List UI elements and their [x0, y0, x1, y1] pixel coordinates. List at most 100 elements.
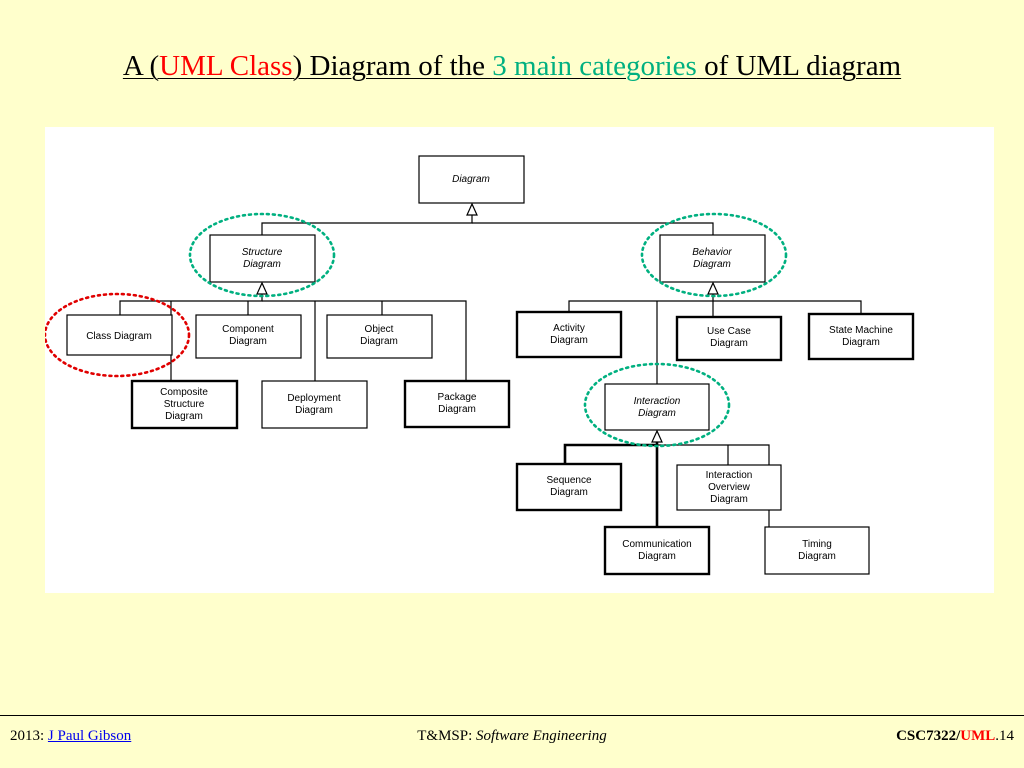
box-label-line: Component	[222, 324, 274, 335]
arrow-interaction	[651, 429, 663, 443]
box-label-line: Deployment	[287, 393, 341, 404]
box-label-line: Diagram	[438, 404, 476, 415]
box-label-line: Diagram	[710, 494, 748, 505]
link-diagram-behavior	[472, 222, 714, 235]
box-label-line: Timing	[802, 539, 832, 550]
box-label-line: Interaction	[634, 396, 681, 407]
footer-code-prefix: CSC7322/	[896, 728, 961, 744]
footer-dept: T&MSP:	[417, 728, 477, 744]
structure-highlight-ring	[188, 212, 336, 298]
box-label-line: Diagram	[710, 338, 748, 349]
box-label-line: Package	[438, 392, 477, 403]
box-label-line: Composite	[160, 387, 208, 398]
footer-right: CSC7322/UML.14	[896, 727, 1014, 745]
class-diagram-highlight-ring	[45, 292, 191, 378]
link-behavior-activity	[568, 294, 714, 312]
footer-code-uml: UML	[960, 728, 996, 744]
link-behavior-statemachine	[713, 300, 862, 314]
link-structure-class	[119, 294, 263, 315]
author-link[interactable]: J Paul Gibson	[47, 728, 132, 744]
behavior-highlight-ring	[640, 212, 788, 298]
title-text-2: ) Diagram of the	[292, 50, 493, 82]
box-label-line: Diagram	[693, 259, 731, 270]
interaction-highlight-ring	[583, 362, 731, 448]
box-label-line: Diagram	[243, 259, 281, 270]
arrow-structure	[256, 281, 268, 295]
class-diagram-box: Class Diagram	[66, 314, 173, 356]
footer-divider	[0, 715, 1024, 716]
box-label-line: Sequence	[546, 475, 591, 486]
link-diagram-structure	[261, 215, 473, 235]
diagram-box: Diagram	[418, 155, 525, 204]
footer-left: 2013: J Paul Gibson	[10, 727, 131, 745]
box-label-line: Diagram	[360, 336, 398, 347]
box-label-line: Class Diagram	[86, 331, 152, 342]
box-label-line: Diagram	[798, 551, 836, 562]
arrow-behavior	[707, 281, 719, 295]
box-label-line: Diagram	[550, 487, 588, 498]
box-label-line: Diagram	[638, 408, 676, 419]
box-label-line: Communication	[622, 539, 691, 550]
box-label-line: Diagram	[638, 551, 676, 562]
slide-title: A (UML Class) Diagram of the 3 main cate…	[0, 48, 1024, 84]
page-number: .14	[995, 728, 1014, 744]
class-diagram-label: Class Diagram	[86, 331, 152, 342]
box-label-line: Interaction	[706, 470, 753, 481]
box-label-line: Diagram	[229, 336, 267, 347]
generalization-arrows	[256, 202, 719, 443]
box-label-line: Object	[365, 324, 394, 335]
diagram-label: Diagram	[452, 174, 490, 185]
footer-center: T&MSP: Software Engineering	[0, 727, 1024, 745]
box-label-line: Diagram	[842, 337, 880, 348]
arrow-diagram	[466, 202, 478, 216]
link-interaction-sequence	[563, 443, 657, 464]
link-structure-package	[262, 300, 467, 381]
box-label-line: Structure	[164, 399, 205, 410]
box-label-line: Diagram	[165, 411, 203, 422]
box-label-line: Behavior	[692, 247, 732, 258]
box-label-line: Activity	[553, 323, 585, 334]
box-label-line: Diagram	[550, 335, 588, 346]
title-categories: 3 main categories	[492, 50, 697, 82]
box-label-line: Diagram	[452, 174, 490, 185]
box-label-line: Structure	[242, 247, 283, 258]
connector-lines	[119, 215, 862, 527]
box-label-line: Diagram	[295, 405, 333, 416]
footer-year: 2013:	[10, 728, 48, 744]
title-uml-class: UML Class	[159, 50, 293, 82]
title-text-1: A (	[122, 50, 160, 82]
box-label-line: Overview	[708, 482, 750, 493]
